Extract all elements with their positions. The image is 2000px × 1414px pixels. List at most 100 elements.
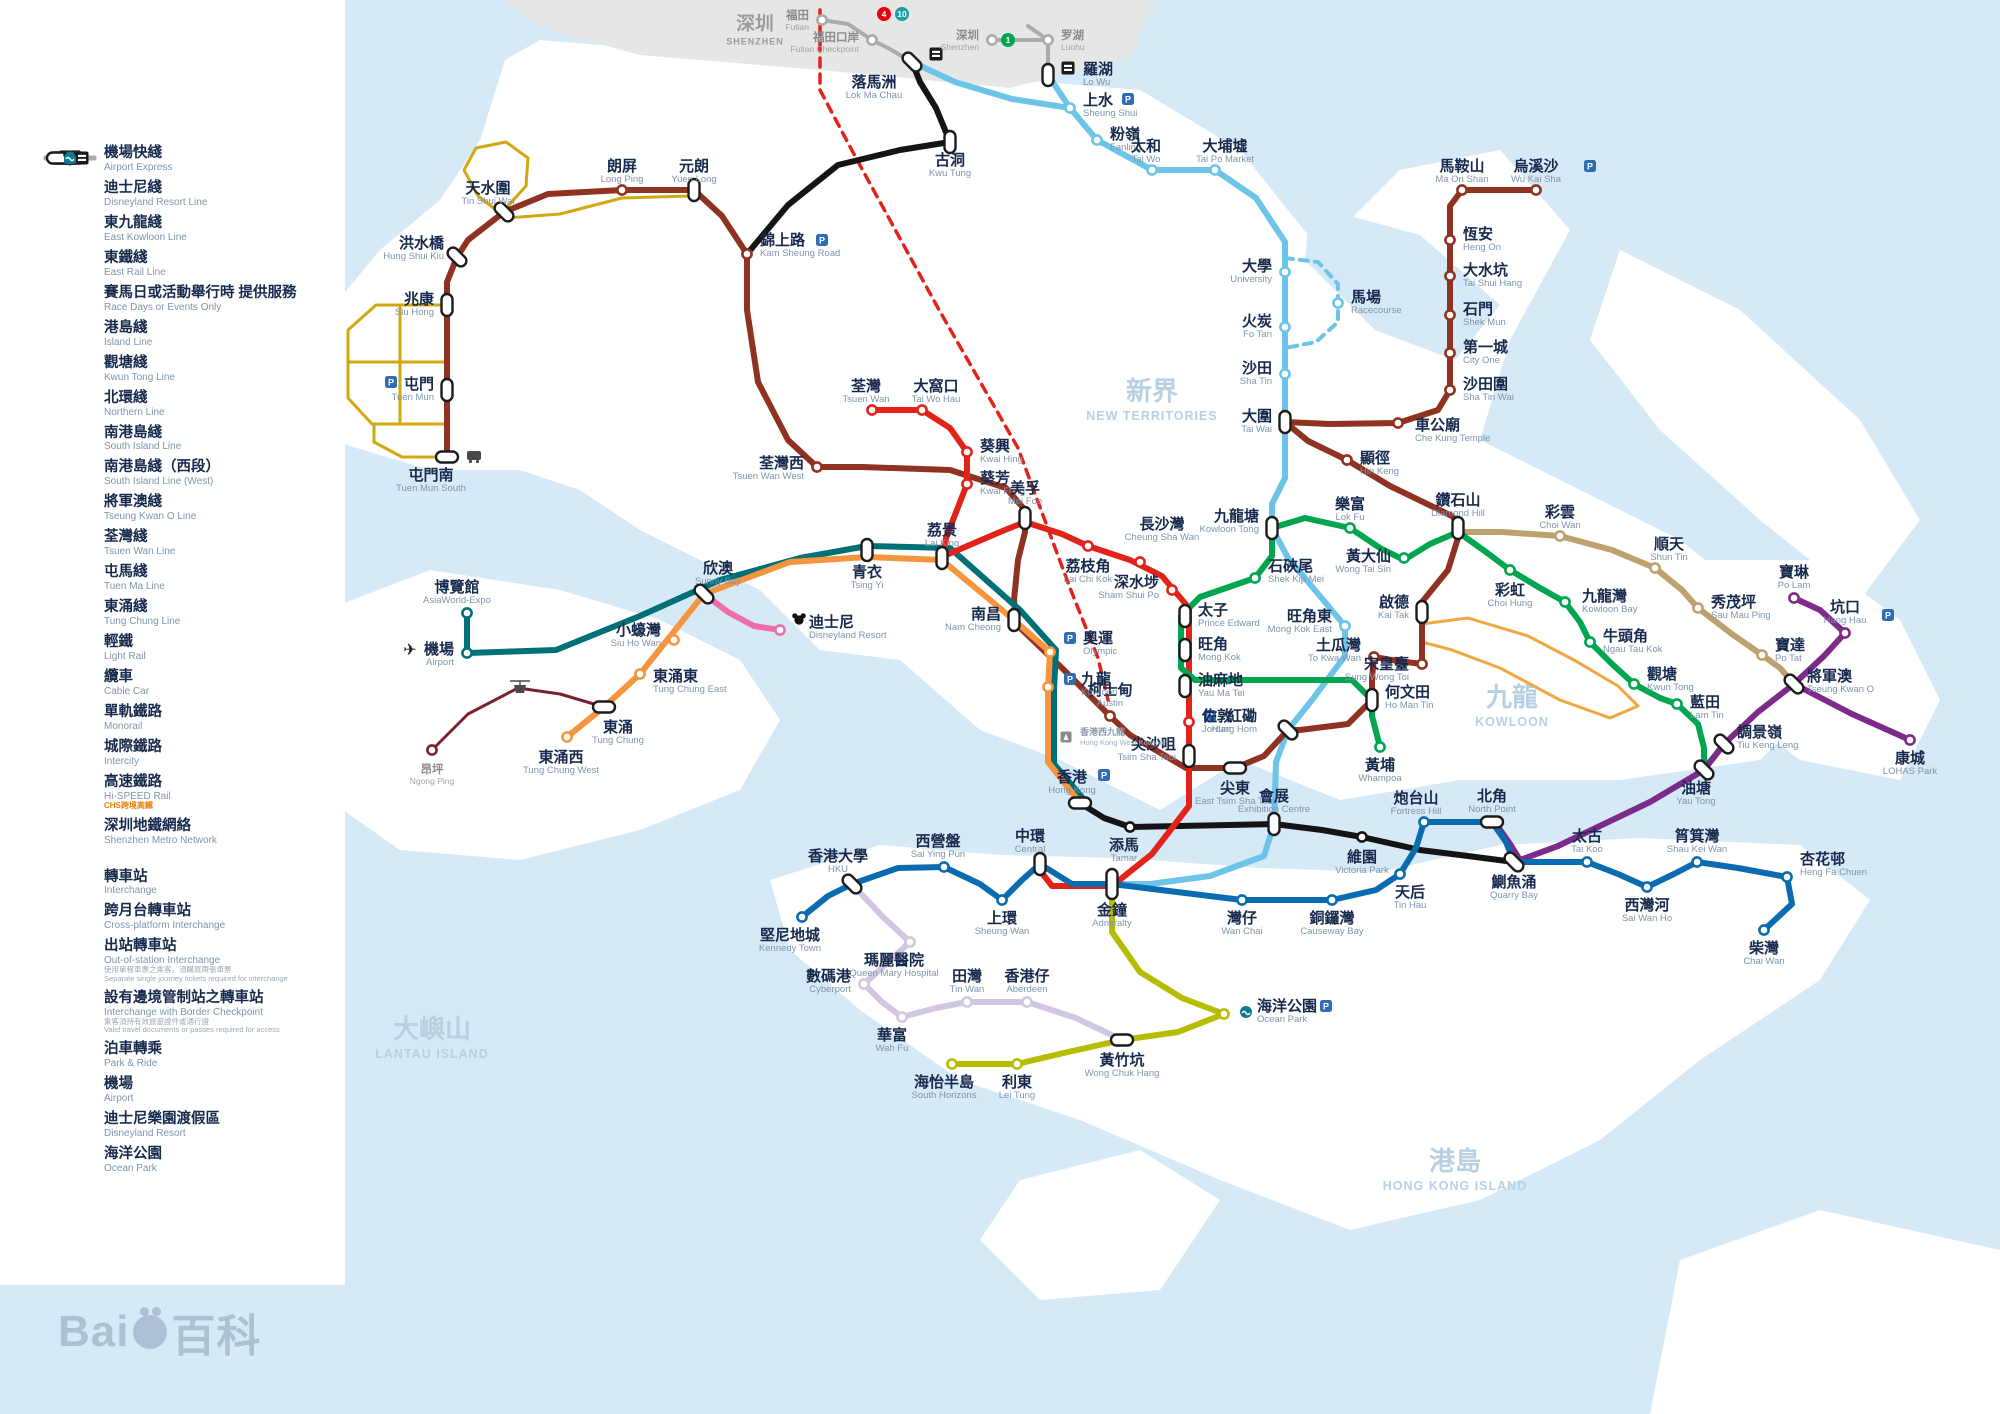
svg-text:Heng On: Heng On xyxy=(1463,242,1501,253)
station-marker xyxy=(1554,530,1566,542)
legend-symbol-name-zh: 泊車轉乘 xyxy=(104,1041,162,1058)
legend-symbol-name-en: Cross-platform Interchange xyxy=(104,920,226,932)
svg-text:樂富: 樂富 xyxy=(1335,495,1365,513)
line-sample xyxy=(42,150,98,765)
station xyxy=(1326,894,1338,906)
legend-line-name-en: Monorail xyxy=(104,720,143,732)
svg-text:LANTAU ISLAND: LANTAU ISLAND xyxy=(375,1047,488,1061)
svg-text:Tung Chung: Tung Chung xyxy=(592,735,644,746)
svg-text:Lo Wu: Lo Wu xyxy=(1083,77,1110,88)
svg-text:海怡半島: 海怡半島 xyxy=(914,1073,974,1091)
line-tuen-ma-line xyxy=(444,187,1539,771)
interchange-marker xyxy=(1415,599,1429,625)
legend-line-name-zh: 賽馬日或活動舉行時 提供服務 xyxy=(104,284,297,301)
interchange-marker xyxy=(1451,515,1465,541)
station-marker xyxy=(1756,649,1768,661)
symbol-sample xyxy=(42,151,98,1025)
svg-text:荃灣西: 荃灣西 xyxy=(759,454,804,472)
svg-text:Tsing Yi: Tsing Yi xyxy=(851,580,884,591)
svg-text:1: 1 xyxy=(1006,35,1011,45)
svg-text:西營盤: 西營盤 xyxy=(915,832,961,850)
svg-text:SHENZHEN: SHENZHEN xyxy=(726,36,784,46)
svg-text:黃埔: 黃埔 xyxy=(1365,756,1395,774)
interchange-marker xyxy=(693,583,715,605)
symbol-sample: ✈ xyxy=(42,150,98,1103)
station xyxy=(986,34,998,46)
station-marker xyxy=(1692,602,1704,614)
station-marker xyxy=(1641,881,1653,893)
land-lamma xyxy=(980,1150,1220,1300)
station xyxy=(1178,637,1192,663)
svg-text:小蠔灣: 小蠔灣 xyxy=(616,621,661,639)
station xyxy=(1456,184,1468,196)
interchange-marker xyxy=(1067,796,1093,810)
svg-text:坑口: 坑口 xyxy=(1830,598,1860,616)
line-south-island-line-west xyxy=(849,881,1125,1043)
legend-line-name-zh: 輕鐵 xyxy=(104,634,133,651)
svg-text:Kowloon Tong: Kowloon Tong xyxy=(1199,524,1259,535)
legend-line-name-en: Disneyland Resort Line xyxy=(104,196,208,208)
svg-text:Kwun Tong: Kwun Tong xyxy=(1647,682,1694,693)
station xyxy=(1279,321,1291,333)
station xyxy=(1503,851,1525,873)
svg-text:寶琳: 寶琳 xyxy=(1779,563,1810,581)
station xyxy=(938,861,950,873)
station xyxy=(1082,540,1094,552)
svg-text:Tin Shui Wai: Tin Shui Wai xyxy=(461,196,514,207)
svg-text:黃大仙: 黃大仙 xyxy=(1346,547,1391,565)
svg-text:Wan Chai: Wan Chai xyxy=(1221,926,1262,937)
station xyxy=(1444,384,1456,396)
svg-text:機場: 機場 xyxy=(424,640,454,658)
legend-line-name-en: South Island Line xyxy=(104,441,182,453)
station-marker xyxy=(1326,894,1338,906)
svg-text:Admiralty: Admiralty xyxy=(1092,918,1132,929)
interchange-marker xyxy=(1365,687,1379,713)
svg-text:Aberdeen: Aberdeen xyxy=(1006,984,1047,995)
station xyxy=(1166,584,1178,596)
station xyxy=(1628,678,1640,690)
station-marker xyxy=(1146,164,1158,176)
legend-line-name-en: Island Line xyxy=(104,336,153,348)
station-marker xyxy=(1183,716,1195,728)
station xyxy=(1691,856,1703,868)
interchange-marker xyxy=(1178,637,1192,663)
svg-text:港島: 港島 xyxy=(1429,1146,1481,1176)
svg-text:屯門: 屯門 xyxy=(404,375,434,393)
symbol-sample xyxy=(42,152,98,1138)
svg-text:深水埗: 深水埗 xyxy=(1114,573,1159,591)
legend-line-name-zh: 南港島綫 xyxy=(104,424,162,441)
park-ride-icon: P xyxy=(1064,673,1076,685)
station xyxy=(1218,1008,1230,1020)
svg-text:Tai Wai: Tai Wai xyxy=(1241,424,1272,435)
svg-text:馬鞍山: 馬鞍山 xyxy=(1439,157,1484,175)
legend-line-name-zh: 單軌鐵路 xyxy=(104,704,162,720)
station xyxy=(1584,636,1596,648)
legend-line-name-zh: 東九龍綫 xyxy=(104,214,162,231)
legend-symbol-note-en: Separate single journey tickets required… xyxy=(104,973,288,983)
station-marker xyxy=(858,978,870,990)
station-marker xyxy=(1758,924,1770,936)
station xyxy=(461,647,473,659)
legend-line-name-zh: 港島綫 xyxy=(104,319,148,336)
svg-text:何文田: 何文田 xyxy=(1385,683,1430,701)
legend-symbol-name-zh: 出站轉車站 xyxy=(104,938,177,955)
legend-symbol-name-zh: 跨月台轉車站 xyxy=(104,903,191,920)
